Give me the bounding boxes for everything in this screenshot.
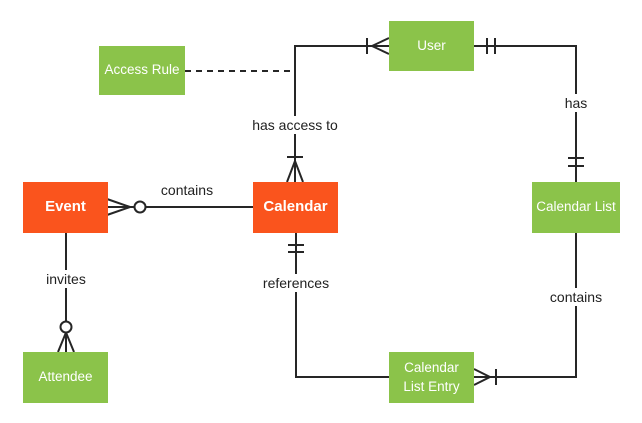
exactly-one-double-tick-icon bbox=[568, 157, 584, 167]
relationship-label-contains-entries: contains bbox=[544, 288, 608, 306]
relationship-label-contains-events: contains bbox=[155, 181, 219, 199]
entity-access-rule-label: Access Rule bbox=[104, 62, 180, 78]
relationship-contains-entries-line bbox=[473, 233, 577, 386]
entity-user-label: User bbox=[417, 37, 446, 53]
crows-foot-many-icon bbox=[473, 368, 491, 386]
relationship-references-line bbox=[288, 233, 389, 378]
entity-event-label: Event bbox=[45, 198, 86, 216]
entity-calendar: Calendar bbox=[253, 182, 338, 233]
relationship-invites-line bbox=[57, 233, 75, 353]
zero-optional-circle-icon bbox=[133, 200, 147, 214]
entity-attendee: Attendee bbox=[23, 352, 108, 403]
relationship-label-has: has bbox=[559, 94, 593, 112]
entity-user: User bbox=[389, 21, 474, 71]
crows-foot-many-icon bbox=[57, 332, 75, 353]
crows-foot-many-icon bbox=[286, 160, 304, 183]
connector-line bbox=[474, 233, 577, 378]
relationship-label-invites: invites bbox=[41, 270, 91, 288]
entity-calendar-list-entry-label: Calendar List Entry bbox=[403, 360, 460, 394]
relationship-label-has-access-to: has access to bbox=[247, 116, 343, 134]
relationship-label-references: references bbox=[257, 274, 335, 292]
entity-event: Event bbox=[23, 182, 108, 233]
entity-calendar-label: Calendar bbox=[263, 198, 328, 216]
connector-line bbox=[294, 45, 389, 182]
relationship-has-access-to-line bbox=[185, 37, 390, 183]
connector-line bbox=[474, 45, 577, 182]
crows-foot-many-icon bbox=[371, 37, 390, 55]
entity-access-rule: Access Rule bbox=[99, 46, 185, 95]
crows-foot-many-icon bbox=[106, 198, 135, 216]
relationship-has-line bbox=[474, 38, 584, 182]
exactly-one-double-tick-icon bbox=[288, 244, 304, 253]
relationship-contains-events-line bbox=[106, 198, 253, 216]
connector-line bbox=[295, 233, 389, 378]
entity-calendar-list-label: Calendar List bbox=[536, 199, 616, 215]
entity-calendar-list-entry: Calendar List Entry bbox=[389, 352, 474, 403]
exactly-one-double-tick-icon bbox=[486, 38, 496, 54]
zero-optional-circle-icon bbox=[59, 320, 73, 334]
entity-calendar-list: Calendar List bbox=[532, 182, 620, 233]
entity-attendee-label: Attendee bbox=[38, 369, 93, 385]
